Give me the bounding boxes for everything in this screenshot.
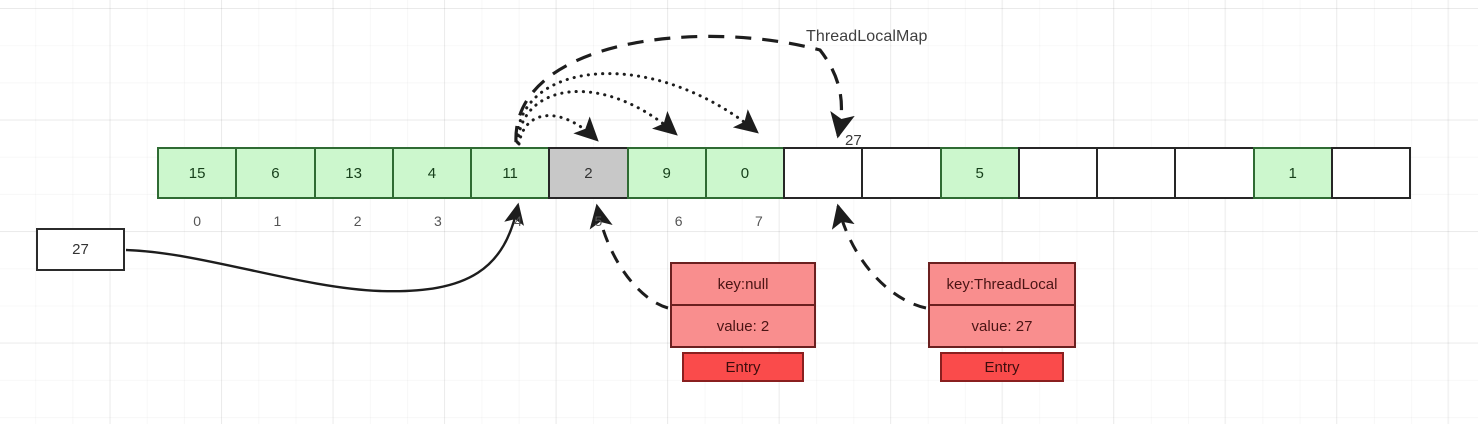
entry-threadlocal[interactable]: key:ThreadLocal value: 27 Entry: [928, 262, 1076, 382]
table-slot-value: 11: [502, 164, 518, 182]
entry-value-row: value: 27: [928, 304, 1076, 348]
hash-source-box[interactable]: 27: [36, 228, 125, 271]
hash-source-value: 27: [72, 241, 89, 258]
table-slot-2[interactable]: 13: [313, 147, 394, 199]
table-slot-10[interactable]: 5: [939, 147, 1020, 199]
entry-type-tag: Entry: [940, 352, 1064, 382]
table-index-label-0: 0: [193, 213, 202, 229]
threadlocalmap-table: 15 6 13 4 11 2 9 0 5 1: [157, 147, 1411, 199]
table-slot-11[interactable]: [1017, 147, 1098, 199]
edge-probe-slot4-to-slot7: [515, 72, 759, 144]
table-index-label-4: 4: [514, 213, 523, 229]
entry-type-tag: Entry: [682, 352, 804, 382]
entry-type-text: Entry: [725, 358, 761, 376]
table-slot-14[interactable]: 1: [1252, 147, 1333, 199]
table-slot-3[interactable]: 4: [391, 147, 472, 199]
edge-insert-slot4-to-slot8: [514, 34, 855, 143]
edge-entry-threadlocal-to-slot8: [831, 203, 927, 310]
table-slot-8[interactable]: [783, 147, 864, 199]
table-slot-1[interactable]: 6: [235, 147, 316, 199]
entry-key-text: key:ThreadLocal: [946, 275, 1058, 293]
table-slot-7[interactable]: 0: [704, 147, 785, 199]
table-index-label-6: 6: [674, 213, 683, 229]
table-slot-value: 0: [740, 164, 750, 182]
table-slot-6[interactable]: 9: [626, 147, 707, 199]
table-slot-value: 4: [427, 164, 437, 182]
table-index-label-2: 2: [353, 213, 362, 229]
table-slot-value: 15: [188, 164, 206, 182]
table-slot-value: 9: [662, 164, 671, 182]
table-slot-4[interactable]: 11: [470, 147, 551, 199]
entry-key-row: key:null: [670, 262, 816, 306]
edge-probe-slot4-to-slot5: [517, 114, 599, 146]
edge-probe-slot4-to-slot6: [516, 90, 678, 145]
entry-key-text: key:null: [717, 275, 769, 293]
table-slot-value: 13: [345, 164, 362, 182]
table-slot-5[interactable]: 2: [548, 147, 629, 199]
insert-value-label: 27: [845, 132, 862, 149]
table-slot-13[interactable]: [1174, 147, 1255, 199]
entry-value-text: value: 27: [971, 317, 1033, 335]
table-slot-value: 6: [271, 164, 280, 182]
entry-type-text: Entry: [984, 358, 1020, 376]
table-slot-0[interactable]: 15: [157, 147, 238, 199]
table-slot-value: 1: [1288, 164, 1297, 182]
entry-key-row: key:ThreadLocal: [928, 262, 1076, 306]
table-slot-12[interactable]: [1096, 147, 1177, 199]
entry-value-row: value: 2: [670, 304, 816, 348]
table-slot-value: 2: [584, 164, 593, 182]
table-index-label-3: 3: [433, 213, 442, 229]
diagram-title: ThreadLocalMap: [806, 28, 928, 45]
entry-value-text: value: 2: [716, 317, 770, 335]
entry-stale[interactable]: key:null value: 2 Entry: [670, 262, 816, 382]
table-slot-9[interactable]: [861, 147, 942, 199]
table-index-label-7: 7: [754, 213, 763, 229]
table-index-label-5: 5: [594, 213, 603, 229]
table-slot-value: 5: [975, 164, 984, 182]
table-index-label-1: 1: [273, 213, 282, 229]
table-slot-15[interactable]: [1330, 147, 1411, 199]
